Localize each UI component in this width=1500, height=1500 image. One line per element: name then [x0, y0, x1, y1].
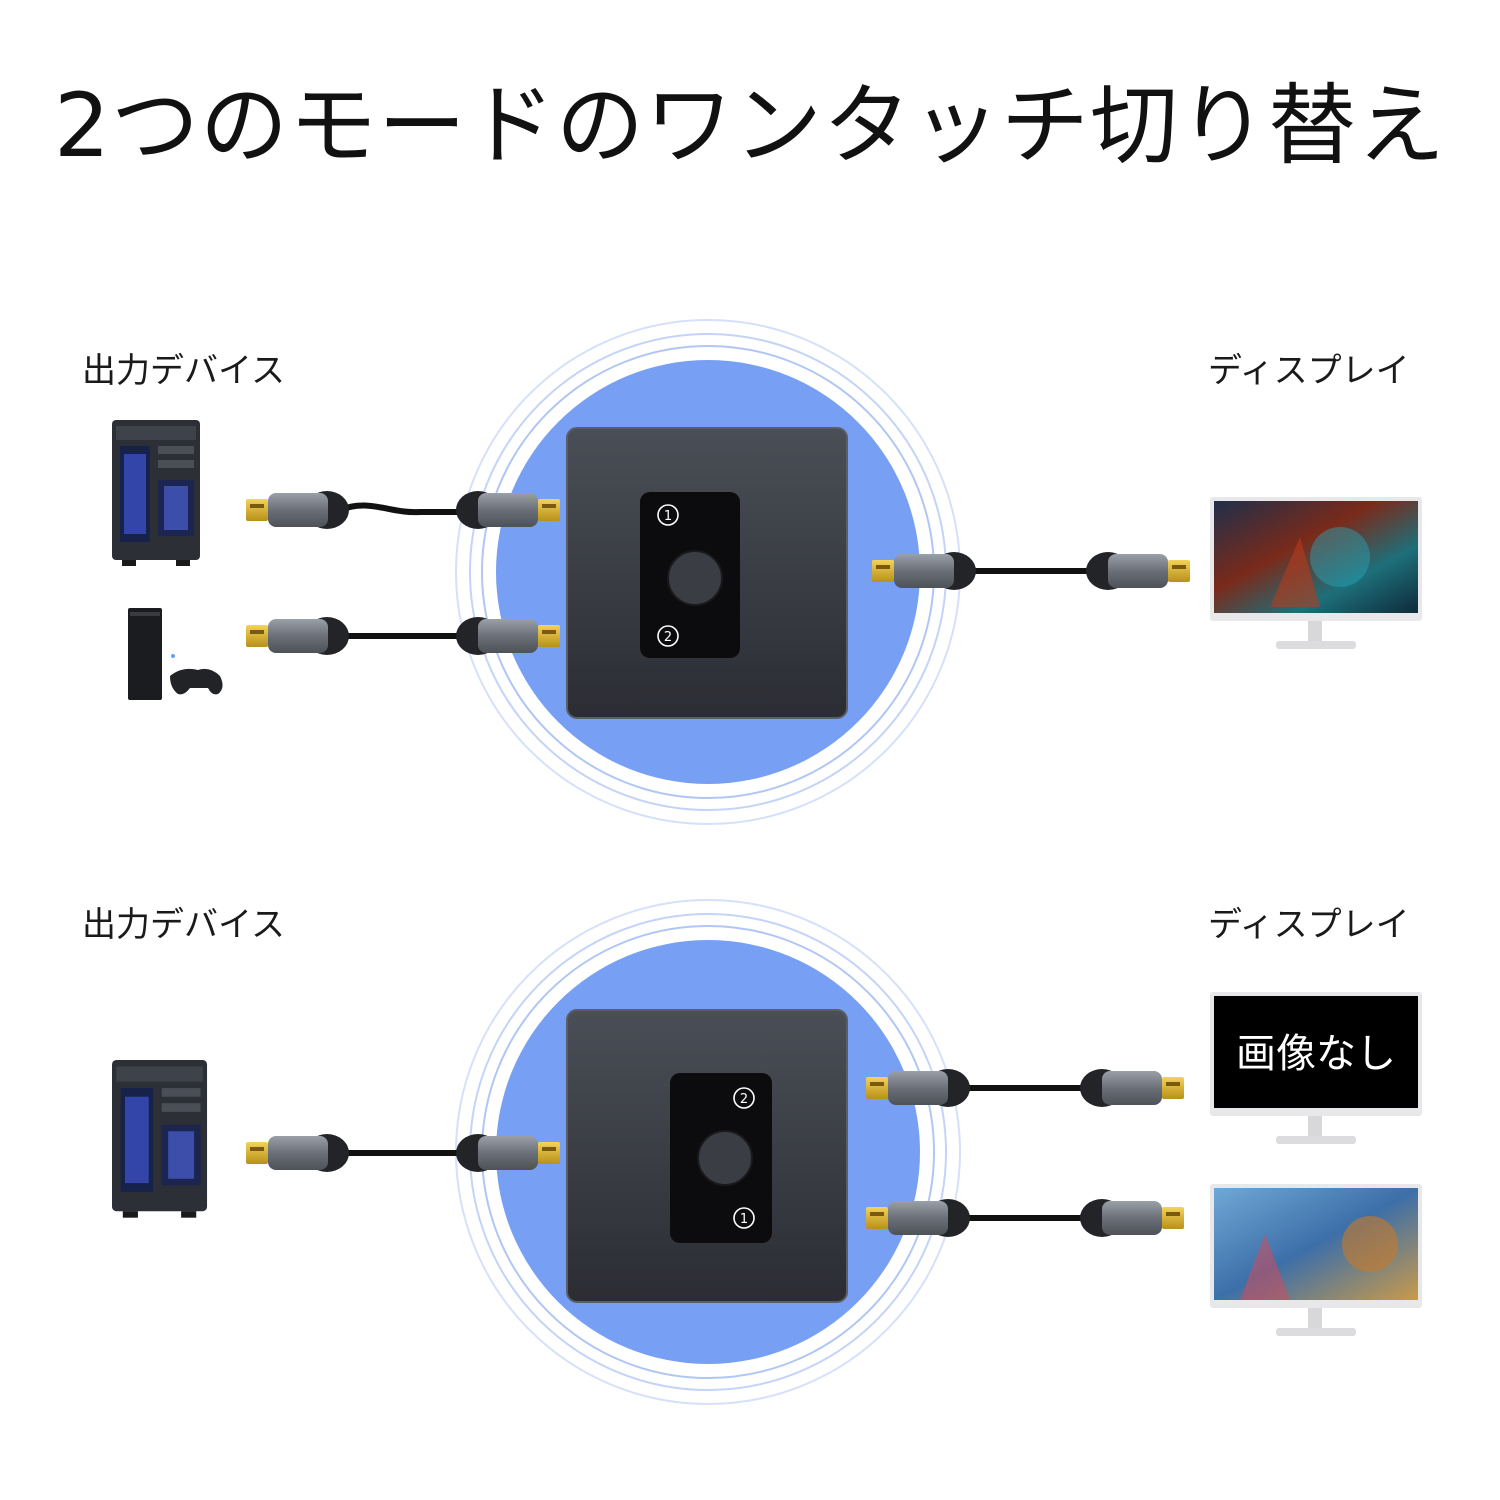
port-2-marker: 2 — [664, 630, 672, 645]
pc-tower-icon — [112, 1060, 208, 1218]
display-label-mode-2: ディスプレイ — [1208, 905, 1410, 945]
page-title: 2つのモードのワンタッチ切り替え — [54, 74, 1446, 177]
monitor-no-image-icon — [1210, 992, 1422, 1144]
display-label-mode-1: ディスプレイ — [1208, 351, 1410, 391]
switch-button — [667, 550, 723, 606]
monitor-icon — [1210, 497, 1422, 649]
source-label-mode-2: 出力デバイス — [82, 905, 285, 945]
port-1-marker: 1 — [664, 509, 672, 524]
port-2-marker: 2 — [740, 1092, 748, 1107]
switch-button — [697, 1130, 753, 1186]
console-icon — [128, 608, 223, 700]
mode-2-diagram: 2 1 — [112, 899, 1422, 1405]
monitor-icon — [1210, 1184, 1422, 1336]
pc-tower-icon — [112, 420, 200, 566]
port-1-marker: 1 — [740, 1212, 748, 1227]
mode-1-diagram: 1 2 — [112, 319, 1422, 825]
source-label-mode-1: 出力デバイス — [82, 351, 285, 391]
no-image-text: 画像なし — [1236, 1031, 1396, 1077]
